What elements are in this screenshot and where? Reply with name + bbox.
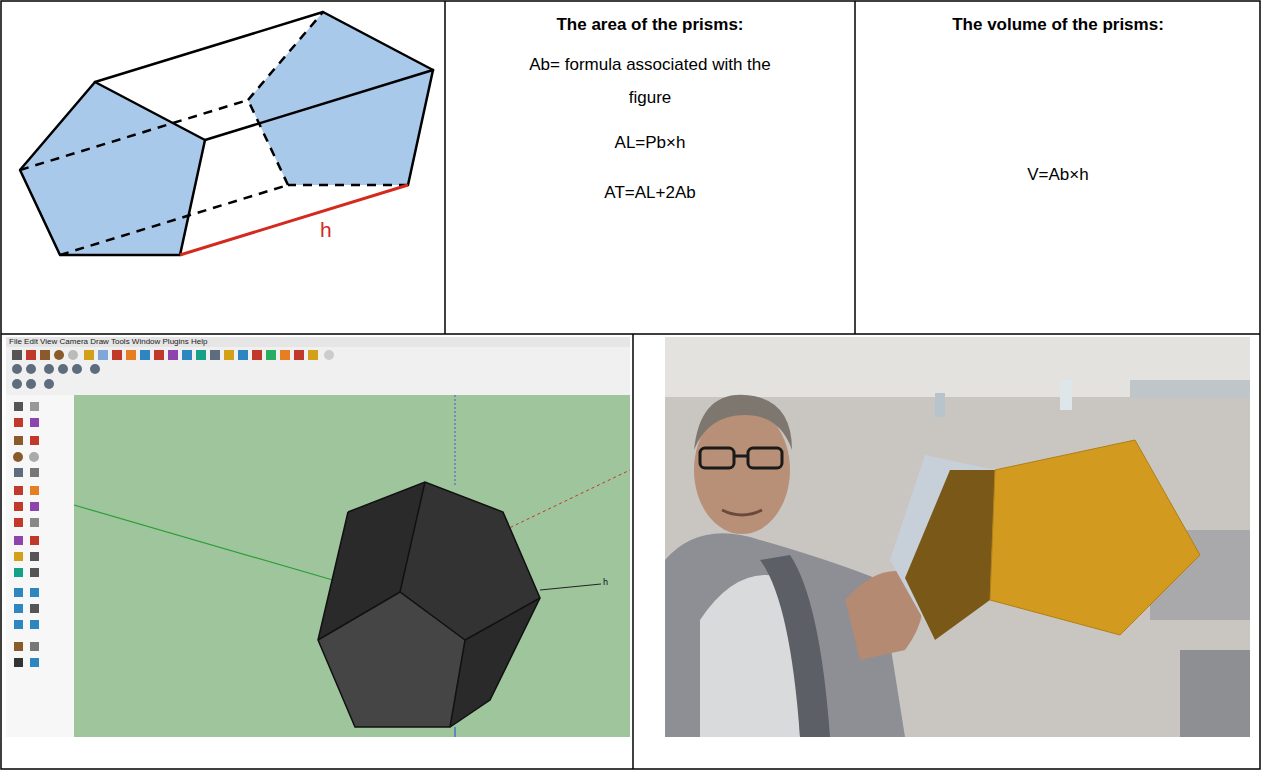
formula-text: V=Ab×h bbox=[868, 158, 1248, 191]
cell-heading: The area of the prisms: bbox=[460, 8, 840, 41]
height-edge bbox=[180, 185, 408, 255]
formula-text: AT=AL+2Ab bbox=[460, 176, 840, 209]
sketchup-screenshot bbox=[6, 337, 630, 737]
formula-text: AL=Pb×h bbox=[460, 126, 840, 159]
cell-heading: The volume of the prisms: bbox=[868, 8, 1248, 41]
height-label: h bbox=[320, 218, 332, 242]
leader-line bbox=[540, 584, 601, 590]
side-toolbar-icons bbox=[13, 402, 39, 667]
teacher-photo bbox=[665, 337, 1250, 737]
formula-cell: The area of the prisms: Ab= formula assoc… bbox=[446, 2, 854, 333]
formula-cell: The volume of the prisms: V=Ab×h bbox=[856, 2, 1259, 333]
height-label: h bbox=[603, 577, 608, 587]
formula-text: Ab= formula associated with the figure bbox=[525, 48, 775, 114]
prism-drawing bbox=[20, 12, 433, 255]
toolbar-icons bbox=[12, 350, 334, 389]
menu-bar-text: File Edit View Camera Draw Tools Window … bbox=[9, 337, 207, 346]
